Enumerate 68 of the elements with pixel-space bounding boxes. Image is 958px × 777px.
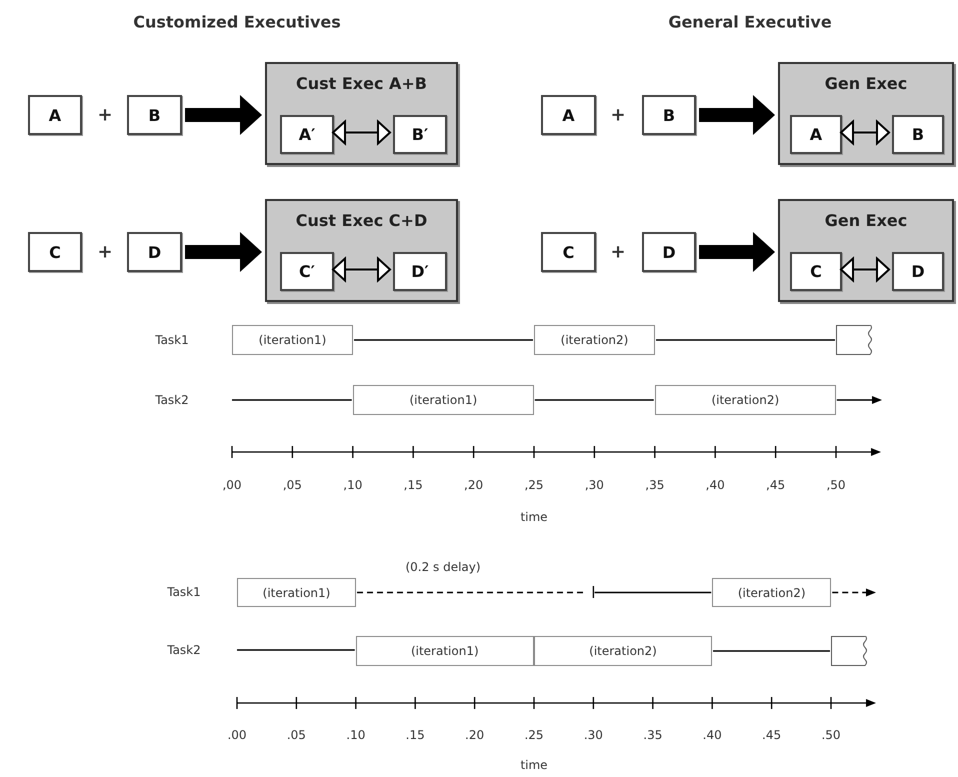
iteration-box: (iteration2) xyxy=(712,578,832,607)
axis-label: ,25 xyxy=(524,478,544,492)
process-box: B xyxy=(892,115,944,154)
axis-label: .00 xyxy=(227,728,247,742)
plus-sign: + xyxy=(97,104,113,126)
process-box: A′ xyxy=(280,115,334,154)
axis-label: Task2 xyxy=(167,643,201,657)
process-box: A xyxy=(541,95,596,135)
axis-label: .30 xyxy=(584,728,603,742)
iteration-box: (iteration1) xyxy=(232,325,353,355)
executive-box xyxy=(265,199,458,302)
iteration-box: (iteration2) xyxy=(654,385,836,415)
axis-label: ,50 xyxy=(826,478,846,492)
process-box: C xyxy=(28,232,82,272)
iteration-box: (iteration1) xyxy=(237,578,356,607)
process-box: C′ xyxy=(280,252,334,291)
axis-label: time xyxy=(520,510,548,524)
section-heading: Customized Executives xyxy=(133,12,341,32)
process-box: D xyxy=(892,252,944,291)
axis-label: Task1 xyxy=(167,585,201,599)
section-heading: General Executive xyxy=(668,12,832,32)
axis-label: .20 xyxy=(465,728,484,742)
axis-label: ,00 xyxy=(222,478,242,492)
axis-label: ,10 xyxy=(343,478,362,492)
axis-label: .50 xyxy=(821,728,841,742)
process-box: C xyxy=(541,232,596,272)
box-title: Gen Exec xyxy=(824,211,908,230)
process-box: A xyxy=(790,115,842,154)
axis-label: Task2 xyxy=(155,393,189,407)
axis-label: .05 xyxy=(286,728,306,742)
process-box: C xyxy=(790,252,842,291)
axis-label: .10 xyxy=(346,728,366,742)
box-title: Cust Exec A+B xyxy=(296,74,427,93)
axis-label: ,40 xyxy=(706,478,725,492)
iteration-box: (iteration1) xyxy=(352,385,534,415)
plus-sign: + xyxy=(610,104,626,126)
process-box: D xyxy=(642,232,696,272)
process-box: D′ xyxy=(393,252,447,291)
axis-label: ,30 xyxy=(584,478,604,492)
iteration-box: (iteration2) xyxy=(534,636,712,666)
executive-box xyxy=(778,199,954,302)
axis-label: .45 xyxy=(762,728,782,742)
iteration-box: (iteration1) xyxy=(356,636,534,666)
process-box: D xyxy=(127,232,182,272)
axis-label: ,05 xyxy=(282,478,302,492)
axis-label: .35 xyxy=(643,728,662,742)
axis-label: ,35 xyxy=(645,478,664,492)
process-box: B xyxy=(127,95,182,135)
executive-box xyxy=(778,62,954,165)
axis-label: time xyxy=(520,758,548,772)
process-box: A xyxy=(28,95,82,135)
axis-label: .15 xyxy=(406,728,425,742)
partial-box xyxy=(831,636,869,666)
axis-label: .40 xyxy=(702,728,722,742)
partial-box xyxy=(836,325,874,355)
box-title: Cust Exec C+D xyxy=(296,211,428,230)
plus-sign: + xyxy=(97,242,113,262)
plus-sign: + xyxy=(610,242,626,262)
axis-label: .25 xyxy=(524,728,544,742)
process-box: B′ xyxy=(393,115,447,154)
axis-label: ,15 xyxy=(404,478,423,492)
box-title: Gen Exec xyxy=(824,74,908,93)
axis-label: Task1 xyxy=(155,333,189,347)
iteration-box: (iteration2) xyxy=(534,325,655,355)
process-box: B xyxy=(642,95,696,135)
axis-label: ,20 xyxy=(464,478,484,492)
executive-box xyxy=(265,62,458,165)
axis-label: ,45 xyxy=(766,478,786,492)
